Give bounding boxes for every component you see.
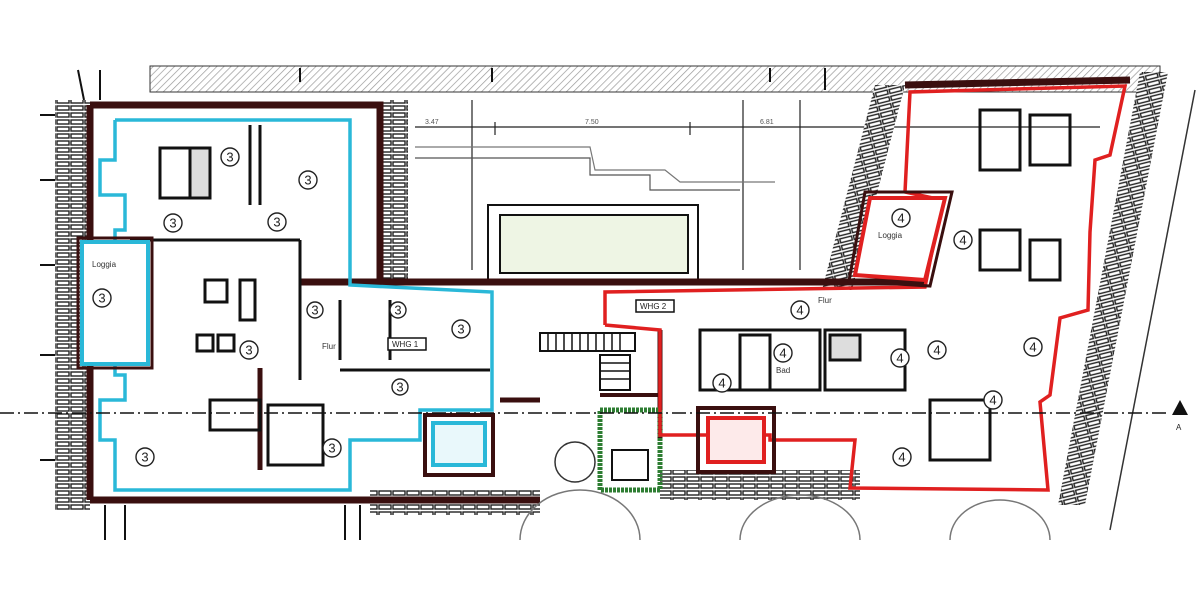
unit-marker: 3 [226, 150, 233, 165]
whg2-marker-labels: 4 4 4 4 4 4 4 4 4 4 [718, 211, 1036, 465]
room-label-loggia-left: Loggia [92, 260, 117, 269]
whg1-tag: WHG 1 [392, 340, 419, 349]
unit-marker: 3 [141, 450, 148, 465]
facade-brick-right-inner [822, 85, 905, 290]
unit-marker: 3 [457, 322, 464, 337]
whg1-outline [98, 118, 494, 492]
whg1-loggia-frame [76, 236, 154, 370]
unit-marker: 3 [273, 215, 280, 230]
grid-ticks [40, 114, 361, 540]
unit-marker: 3 [396, 380, 403, 395]
whg2-loggia [852, 196, 948, 283]
section-arrow-icon [1172, 400, 1188, 415]
unit-marker: 3 [394, 303, 401, 318]
section-marker-label: A [1176, 423, 1182, 432]
neighbour-wall-hatch [149, 65, 1161, 93]
unit-marker: 4 [897, 211, 904, 226]
unit-marker: 4 [933, 343, 940, 358]
unit-marker: 3 [304, 173, 311, 188]
courtyard-green [499, 214, 689, 274]
unit-marker: 4 [896, 351, 903, 366]
unit-marker: 3 [328, 441, 335, 456]
whg1-tag-box [387, 337, 427, 351]
unit-marker: 3 [169, 216, 176, 231]
unit-marker: 4 [1029, 340, 1036, 355]
whg2-tag-box [635, 299, 675, 313]
whg1-shaft [423, 413, 495, 477]
facade-brick-inner [380, 100, 408, 280]
unit-marker: 4 [779, 346, 786, 361]
whg2-shaft-inner [706, 416, 766, 464]
elevator-car [611, 449, 649, 481]
unit-marker: 3 [245, 343, 252, 358]
room-label-flur-2: Flur [818, 296, 832, 305]
facade-brick-right-outer [1058, 72, 1168, 505]
unit-marker: 4 [718, 376, 725, 391]
unit-marker: 4 [898, 450, 905, 465]
dimension-label: 3.47 [425, 119, 439, 126]
dimension-lines [415, 100, 1100, 270]
elevator-core [597, 407, 663, 493]
unit-marker: 3 [98, 291, 105, 306]
whg2-loggia-frame [847, 190, 954, 288]
dimension-label: 7.50 [585, 119, 599, 126]
whg1-markers [92, 147, 471, 467]
whg1-shaft-inner [431, 421, 487, 467]
whg2-tag: WHG 2 [640, 302, 667, 311]
room-label-bad-2: Bad [776, 366, 790, 375]
unit-marker: 3 [311, 303, 318, 318]
facade-brick-bottom-right [660, 470, 860, 500]
property-line [1109, 89, 1196, 531]
bottom-arcs [519, 489, 1051, 541]
staircase [539, 332, 636, 391]
unit-marker: 4 [959, 233, 966, 248]
whg1-loggia [80, 240, 150, 366]
top-ticks [77, 68, 826, 101]
unit-marker: 4 [796, 303, 803, 318]
room-label-loggia-right: Loggia [878, 231, 903, 240]
dimension-label: 6.81 [760, 119, 774, 126]
room-label-flur-1: Flur [322, 342, 336, 351]
whg2-markers [712, 208, 1043, 467]
whg1-marker-labels: 3 3 3 3 3 3 3 3 3 3 3 3 [98, 150, 464, 465]
whg2-shaft [696, 406, 776, 474]
unit-marker: 4 [989, 393, 996, 408]
shaft-circle [554, 441, 596, 483]
walls [86, 76, 1131, 504]
